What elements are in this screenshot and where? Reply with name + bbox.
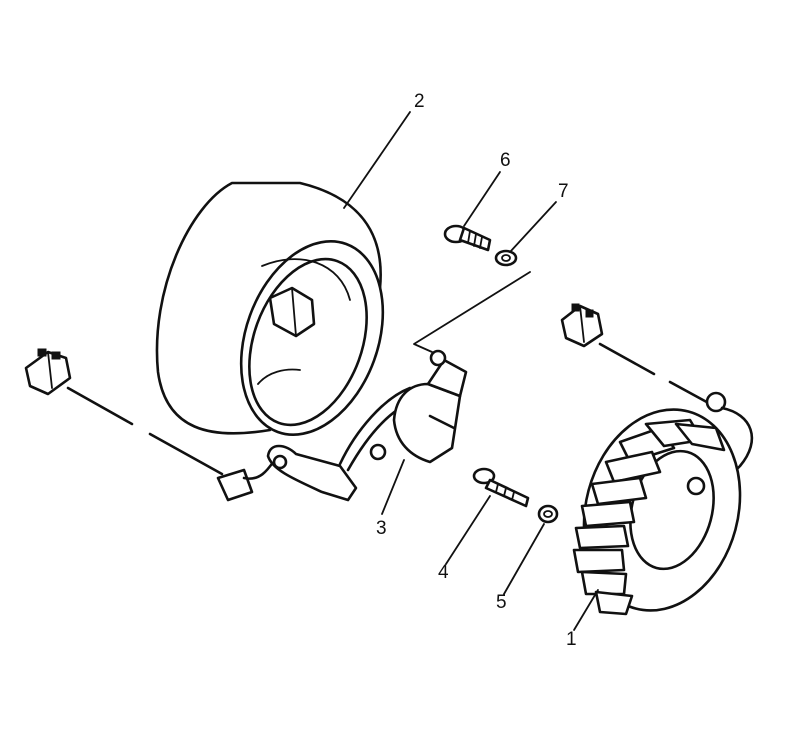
pickup-coil [24,348,468,502]
pickup-bolt [472,467,530,508]
callout-3: 3 [376,518,387,539]
pickup-washer [537,504,559,524]
rotor [155,181,385,436]
stator-windings [572,418,726,616]
callout-4: 4 [438,562,449,583]
callout-2: 2 [414,91,425,112]
callout-1: 1 [566,629,577,650]
callout-7: 7 [558,181,569,202]
callout-6: 6 [500,150,511,171]
right-connector [560,303,604,348]
rotor-washer [494,249,518,267]
stator [560,303,754,616]
left-connector [24,348,72,396]
callout-5: 5 [496,592,507,613]
rotor-bolt [443,224,492,252]
leader-lines [343,111,599,631]
